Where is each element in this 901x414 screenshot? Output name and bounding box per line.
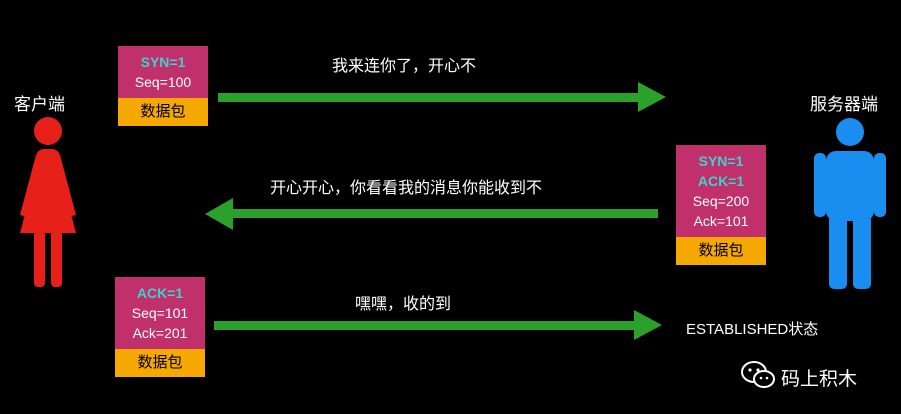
message-syn: 我来连你了，开心不 (332, 58, 477, 75)
flag-ack: ACK=1 (136, 285, 184, 301)
packet-header: SYN=1 ACK=1 Seq=200 Ack=101 (676, 145, 766, 237)
packet-footer: 数据包 (115, 349, 205, 377)
established-state-label: ESTABLISHED状态 (686, 321, 819, 338)
flag-syn: SYN=1 (698, 153, 744, 169)
packet-header: ACK=1 Seq=101 Ack=201 (115, 277, 205, 349)
brand-name: 码上积木 (781, 369, 858, 390)
packet-footer: 数据包 (118, 98, 208, 126)
client-person-icon (20, 117, 76, 287)
server-person-icon (814, 118, 886, 289)
packet-ack: ACK=1 Seq=101 Ack=201 数据包 (115, 277, 205, 377)
wechat-icon (741, 361, 775, 388)
server-label: 服务器端 (810, 95, 878, 114)
packet-footer: 数据包 (676, 237, 766, 265)
message-ack: 嘿嘿，收的到 (355, 296, 452, 313)
flag-ack: ACK=1 (697, 173, 745, 189)
arrow-right-icon (214, 310, 662, 340)
field-seq: Seq=101 (131, 305, 189, 321)
message-syn-ack: 开心开心，你看看我的消息你能收到不 (270, 180, 543, 197)
field-ack: Ack=101 (693, 213, 749, 229)
field-ack: Ack=201 (132, 325, 188, 341)
flag-syn: SYN=1 (140, 54, 186, 70)
field-seq: Seq=200 (692, 193, 750, 209)
field-seq: Seq=100 (134, 74, 192, 90)
arrow-left-icon (205, 198, 658, 230)
packet-syn-ack: SYN=1 ACK=1 Seq=200 Ack=101 数据包 (676, 145, 766, 265)
arrow-right-icon (218, 82, 666, 112)
packet-syn: SYN=1 Seq=100 数据包 (118, 46, 208, 126)
packet-header: SYN=1 Seq=100 (118, 46, 208, 98)
client-label: 客户端 (14, 95, 65, 114)
